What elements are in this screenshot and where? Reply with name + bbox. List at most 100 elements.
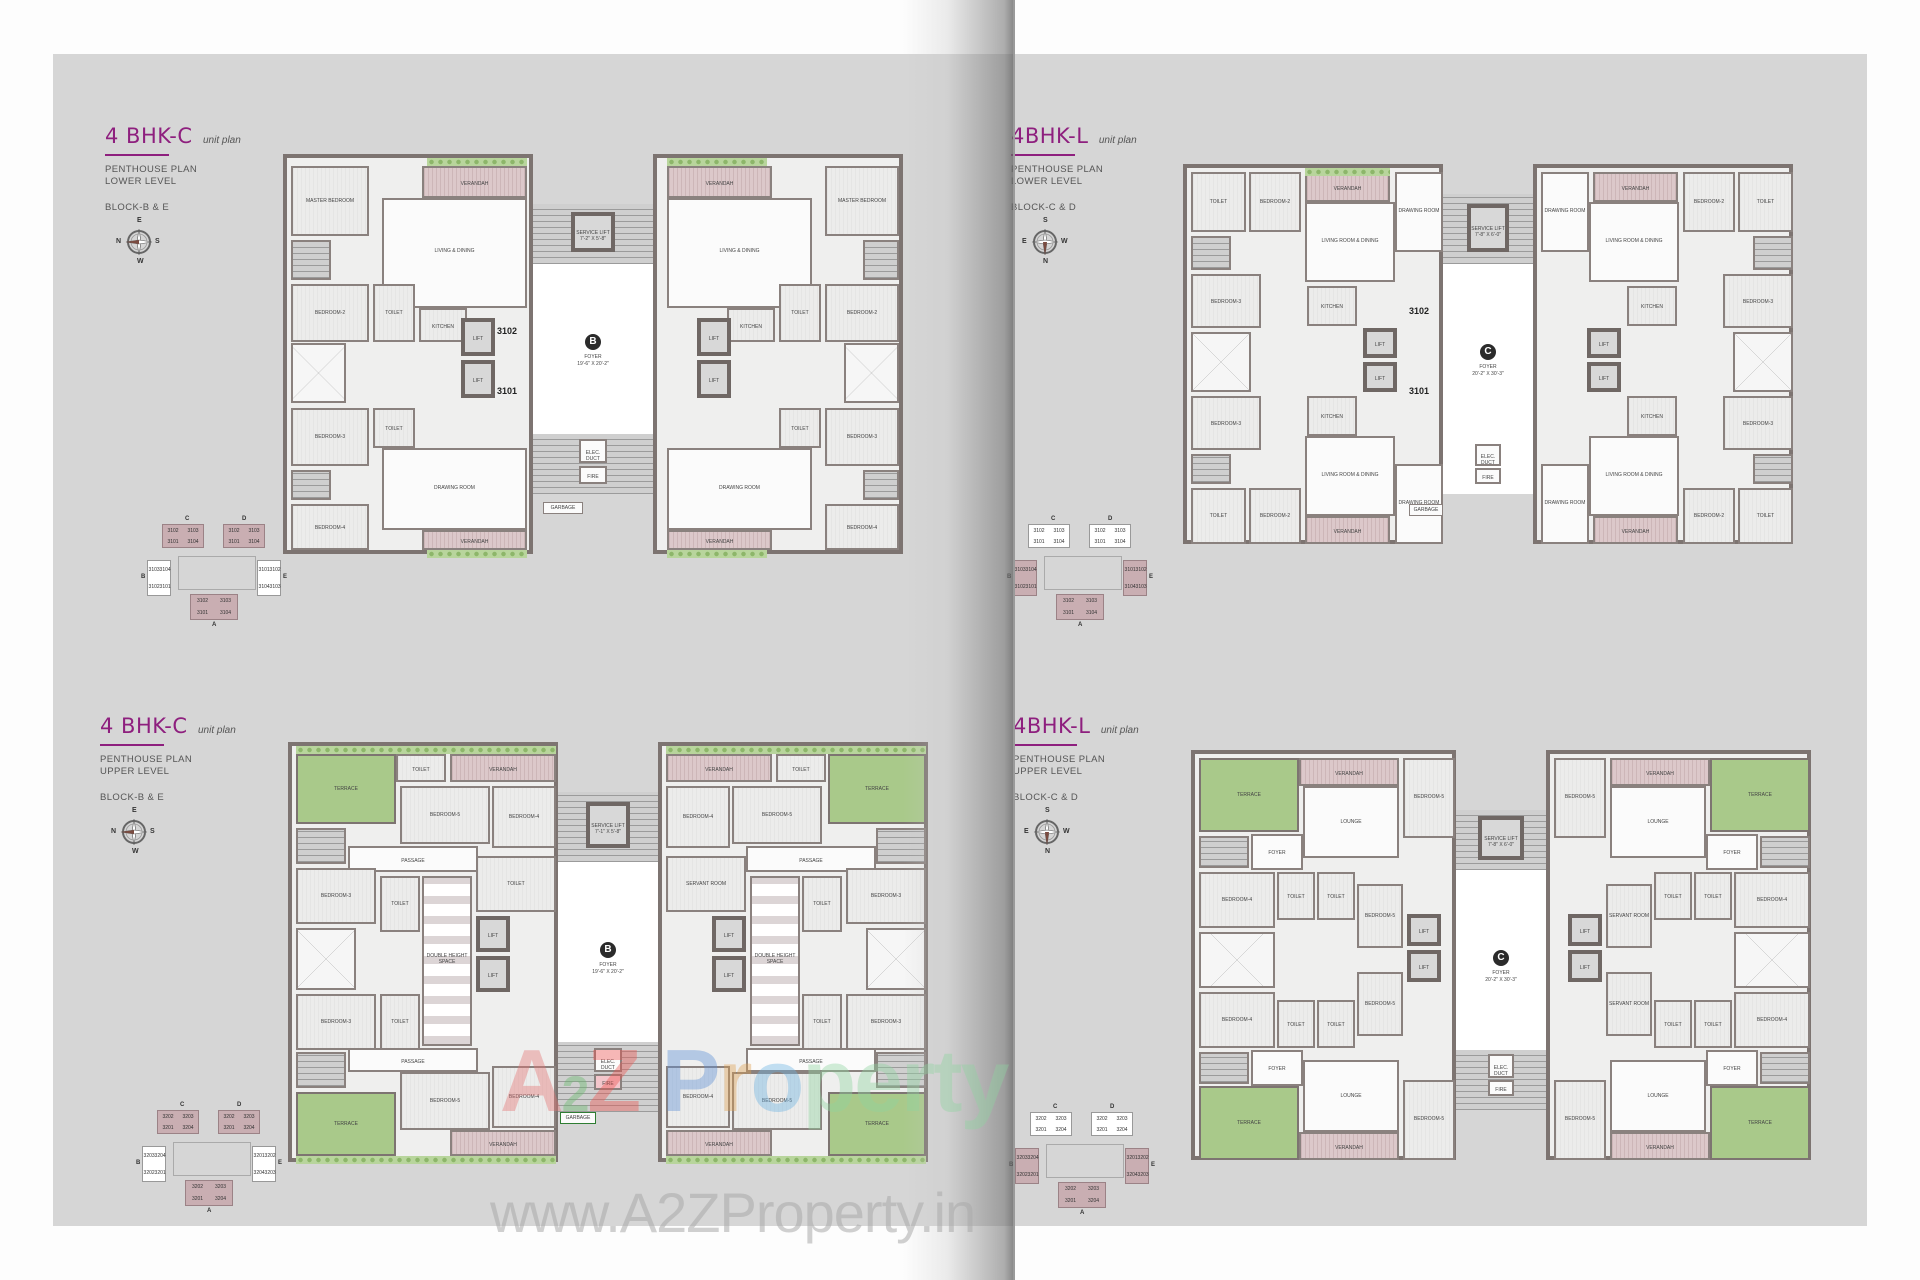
key-plan-letter: C	[180, 1102, 185, 1108]
central-lobby: SERVICE LIFT 7'-1" X 5'-8" B FOYER 19'-6…	[558, 792, 658, 1112]
floor-plan-wing-left: VERANDAH MASTER BEDROOM LIVING & DINING …	[283, 154, 533, 558]
book-spine-edge	[1013, 0, 1015, 1280]
panel-4bhk-c-upper: 4 BHK-C unit plan PENTHOUSE PLAN UPPER L…	[100, 714, 928, 1214]
floor-plan-wing-left: TOILET BEDROOM-2 VERANDAH LIVING ROOM & …	[1183, 164, 1443, 544]
lobby-foyer-label: FOYER	[1479, 364, 1497, 370]
plan-level: LOWER LEVEL	[1011, 176, 1083, 187]
key-plan-letter: E	[283, 574, 288, 580]
key-plan-letter: C	[1053, 1104, 1058, 1110]
compass-right-label: S	[150, 828, 155, 835]
compass-left-label: E	[1024, 828, 1029, 835]
garbage-room: GARBAGE	[560, 1112, 596, 1124]
floor-plan-wing-right: DRAWING ROOM VERANDAH LIVING ROOM & DINI…	[1533, 164, 1793, 544]
block-label: BLOCK-B & E	[105, 202, 170, 213]
block-label: BLOCK-C & D	[1013, 792, 1079, 803]
compass-left-label: N	[111, 828, 117, 835]
lobby-foyer-label: FOYER	[599, 962, 617, 968]
compass-right-label: W	[1063, 828, 1070, 835]
panel-4bhk-l-upper: 4BHK-L unit plan PENTHOUSE PLAN UPPER LE…	[1009, 714, 1833, 1216]
key-plan-letter: D	[242, 516, 247, 522]
key-plan-letter: A	[212, 622, 217, 628]
unit-number: 3102	[497, 326, 518, 336]
central-lobby: SERVICE LIFT 7'-8" X 6'-0" C FOYER 20'-2…	[1456, 810, 1546, 1110]
panel-heading: 4 BHK-C unit plan	[100, 714, 236, 738]
title-underline	[105, 154, 169, 156]
central-lobby: SERVICE LIFT 7'-8" X 6'-0" C FOYER 20'-2…	[1443, 194, 1533, 494]
compass-bottom-label: N	[1045, 848, 1051, 855]
unit-type-title: 4 BHK-C	[105, 124, 193, 148]
floor-plan: VERANDAH MASTER BEDROOM LIVING & DINING …	[283, 154, 903, 558]
floor-plan: TOILET BEDROOM-2 VERANDAH LIVING ROOM & …	[1183, 164, 1793, 544]
block-label: BLOCK-C & D	[1011, 202, 1077, 213]
unit-number: 3101	[497, 386, 518, 396]
floor-plan-wing-right: VERANDAH MASTER BEDROOM LIVING & DINING …	[653, 154, 903, 558]
lobby-foyer-label: FOYER	[584, 354, 602, 360]
plan-level: UPPER LEVEL	[1013, 766, 1083, 777]
floor-plan-wing-right: BEDROOM-5 VERANDAH LOUNGE TERRACE FOYER …	[1546, 750, 1811, 1160]
key-plan-letter: A	[1080, 1210, 1085, 1216]
key-plan-site-outline	[1046, 1144, 1124, 1178]
compass-top-label: E	[132, 807, 137, 814]
compass-left-label: E	[1022, 238, 1027, 245]
lobby-foyer-size: 19'-6" X 20'-2"	[577, 361, 609, 367]
lobby-letter-badge: B	[585, 334, 601, 350]
plan-description: PENTHOUSE PLAN UPPER LEVEL	[1013, 754, 1105, 778]
plan-level: UPPER LEVEL	[100, 766, 170, 777]
key-plan-site-outline	[173, 1142, 251, 1176]
compass-rose-icon: S W N E	[1022, 217, 1068, 265]
block-label: BLOCK-B & E	[100, 792, 165, 803]
title-underline	[100, 744, 164, 746]
key-plan-letter: A	[1078, 622, 1083, 628]
title-underline	[1011, 154, 1075, 156]
brochure-spread: 4 BHK-C unit plan PENTHOUSE PLAN LOWER L…	[53, 0, 1867, 1280]
unit-type-title: 4 BHK-C	[100, 714, 188, 738]
plan-type: PENTHOUSE PLAN	[1011, 164, 1104, 175]
unit-plan-subtitle: unit plan	[1098, 135, 1137, 146]
compass-right-label: W	[1061, 238, 1068, 245]
floor-plan-wing-left: TERRACE TOILET VERANDAH BEDROOM-5 BEDROO…	[288, 742, 558, 1164]
plan-type: PENTHOUSE PLAN	[105, 164, 198, 175]
compass-bottom-label: W	[137, 258, 144, 265]
unit-plan-subtitle: unit plan	[203, 135, 241, 146]
unit-type-title: 4BHK-L	[1013, 714, 1091, 738]
plan-level: LOWER LEVEL	[105, 176, 177, 187]
compass-left-label: N	[116, 238, 122, 245]
key-plan-letter: A	[207, 1208, 212, 1214]
floor-plan-wing-left: TERRACE VERANDAH LOUNGE BEDROOM-5 FOYER …	[1191, 750, 1456, 1160]
garbage-room: GARBAGE	[543, 502, 583, 514]
lobby-foyer-label: FOYER	[1492, 970, 1510, 976]
panel-heading: 4 BHK-C unit plan	[105, 124, 241, 148]
watermark-logo: A2Z Property	[500, 1031, 1010, 1130]
key-plan-letter: E	[1151, 1162, 1156, 1168]
unit-number: 3101	[1409, 386, 1430, 396]
floor-plan: TERRACE VERANDAH LOUNGE BEDROOM-5 FOYER …	[1191, 750, 1811, 1160]
compass-top-label: S	[1043, 217, 1048, 224]
panel-4bhk-c-lower: 4 BHK-C unit plan PENTHOUSE PLAN LOWER L…	[105, 124, 925, 628]
key-plan-site-outline	[1044, 556, 1122, 590]
unit-plan-subtitle: unit plan	[198, 725, 236, 736]
key-plan-letter: B	[136, 1160, 141, 1166]
key-plan-letter: B	[141, 574, 146, 580]
unit-type-title: 4BHK-L	[1011, 124, 1089, 148]
title-underline	[1013, 744, 1077, 746]
plan-description: PENTHOUSE PLAN LOWER LEVEL	[105, 164, 197, 188]
